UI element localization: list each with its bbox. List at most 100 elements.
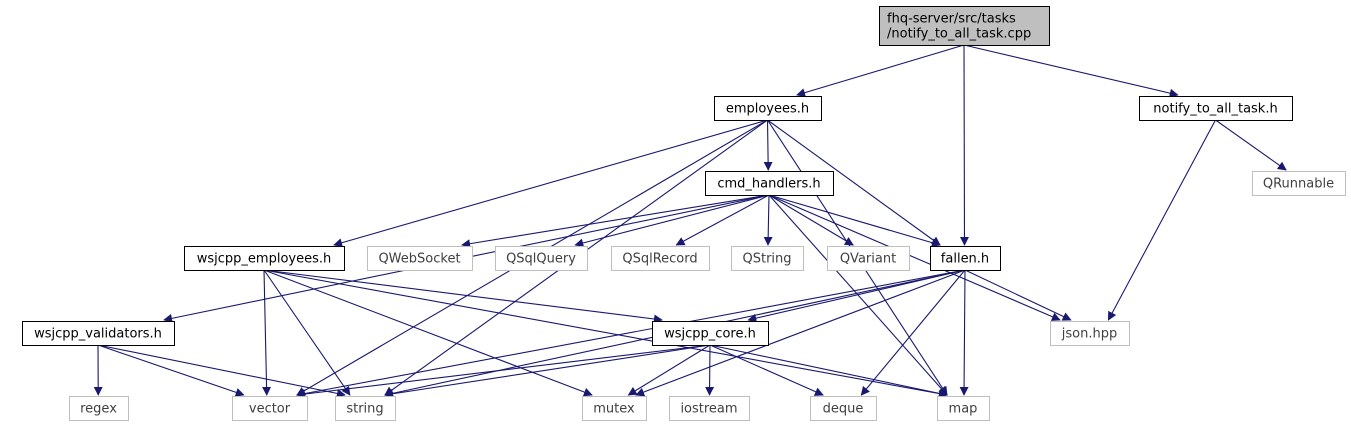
edge-root-to-employees <box>796 44 965 97</box>
edge-wsjcpp_validators-to-vector <box>97 344 245 397</box>
edge-notify_to_all_task-to-json <box>1107 119 1216 321</box>
edge-cmd_handlers-to-json <box>768 194 1061 321</box>
node-label: json.hpp <box>1061 327 1117 342</box>
edge-wsjcpp_employees-to-string <box>263 269 351 396</box>
node-json: json.hpp <box>1050 321 1130 346</box>
node-box <box>232 396 308 421</box>
node-box <box>810 396 877 421</box>
node-box <box>495 246 588 271</box>
edge-employees-to-fallen <box>767 119 941 246</box>
node-box <box>367 246 473 271</box>
node-label: fallen.h <box>941 252 989 267</box>
node-box <box>827 246 910 271</box>
node-box <box>731 246 804 271</box>
node-label: QSqlQuery <box>506 252 576 267</box>
edge-notify_to_all_task-to-qrunnable <box>1215 119 1287 171</box>
node-label: vector <box>249 402 291 417</box>
node-label: notify_to_all_task.h <box>1153 102 1277 117</box>
edge-employees-to-wsjcpp_employees <box>333 119 768 248</box>
edge-wsjcpp_core-to-iostream <box>705 344 715 396</box>
node-mutex: mutex <box>582 396 647 421</box>
edge-root-to-notify_to_all_task <box>963 44 1179 98</box>
node-label: wsjcpp_core.h <box>664 327 756 342</box>
node-regex: regex <box>69 396 129 421</box>
edge-wsjcpp_core-to-deque <box>709 344 824 396</box>
edge-wsjcpp_core-to-string <box>384 344 711 399</box>
edge-cmd_handlers-to-qwebsocket <box>461 194 770 249</box>
node-box <box>669 396 750 421</box>
node-qsqlquery: QSqlQuery <box>495 246 588 271</box>
edge-wsjcpp_core-to-map <box>709 344 948 398</box>
node-employees[interactable]: employees.h <box>714 96 822 121</box>
node-wsjcpp-employees[interactable]: wsjcpp_employees.h <box>184 246 345 271</box>
node-vector: vector <box>232 396 308 421</box>
node-qwebsocket: QWebSocket <box>367 246 473 271</box>
node-box <box>184 246 345 271</box>
node-label: QRunnable <box>1263 177 1334 192</box>
node-wsjcpp-validators[interactable]: wsjcpp_validators.h <box>22 321 175 346</box>
node-wsjcpp-core[interactable]: wsjcpp_core.h <box>652 321 769 346</box>
node-box <box>937 396 990 421</box>
node-label: QString <box>742 252 791 267</box>
node-label: QVariant <box>840 252 896 267</box>
node-qvariant: QVariant <box>827 246 910 271</box>
edge-cmd_handlers-to-fallen <box>768 194 941 248</box>
node-box <box>1139 96 1293 121</box>
edge-cmd_handlers-to-qsqlquery <box>574 194 770 248</box>
edge-fallen-to-map <box>959 269 969 396</box>
edge-wsjcpp_employees-to-vector <box>262 269 272 396</box>
node-label: QWebSocket <box>378 252 460 267</box>
node-iostream: iostream <box>669 396 750 421</box>
node-box <box>930 246 1001 271</box>
node-qrunnable: QRunnable <box>1252 171 1346 196</box>
edge-cmd_handlers-to-qvariant <box>768 194 854 246</box>
node-box <box>69 396 129 421</box>
node-root[interactable]: fhq-server/src/tasks/notify_to_all_task.… <box>879 6 1050 46</box>
edge-root-to-fallen <box>959 44 969 246</box>
node-box <box>652 321 769 346</box>
edge-wsjcpp_validators-to-string <box>97 344 346 398</box>
edge-fallen-to-json <box>964 269 1072 321</box>
edge-cmd_handlers-to-qsqlrecord <box>675 194 770 246</box>
edge-fallen-to-mutex <box>635 269 966 397</box>
node-label: deque <box>823 402 864 417</box>
node-label: map <box>949 402 978 417</box>
edge-wsjcpp_employees-to-mutex <box>263 269 593 397</box>
node-label: mutex <box>593 402 635 417</box>
node-qstring: QString <box>731 246 804 271</box>
node-label: employees.h <box>726 102 809 117</box>
node-fallen[interactable]: fallen.h <box>930 246 1001 271</box>
node-string: string <box>335 396 396 421</box>
node-qsqlrecord: QSqlRecord <box>611 246 710 271</box>
edge-employees-to-cmd_handlers <box>763 119 773 171</box>
node-box <box>22 321 175 346</box>
node-box <box>335 396 396 421</box>
edge-wsjcpp_core-to-vector <box>296 344 711 399</box>
node-box <box>1050 321 1130 346</box>
edge-wsjcpp_core-to-mutex <box>627 344 711 396</box>
edge-wsjcpp_employees-to-wsjcpp_core <box>263 269 663 324</box>
node-deque: deque <box>810 396 877 421</box>
edge-wsjcpp_employees-to-map <box>263 269 948 398</box>
node-box <box>611 246 710 271</box>
nodes: fhq-server/src/tasks/notify_to_all_task.… <box>22 6 1346 421</box>
edge-fallen-to-vector <box>296 269 966 398</box>
node-map: map <box>937 396 990 421</box>
node-label: wsjcpp_validators.h <box>34 327 162 342</box>
node-cmd-handlers[interactable]: cmd_handlers.h <box>705 171 834 196</box>
node-label: /notify_to_all_task.cpp <box>887 27 1031 42</box>
node-notify-to-all-task[interactable]: notify_to_all_task.h <box>1139 96 1293 121</box>
edge-fallen-to-deque <box>860 269 966 396</box>
node-label: string <box>346 402 383 417</box>
node-box <box>879 6 1050 46</box>
node-label: iostream <box>680 402 737 417</box>
node-box <box>1252 171 1346 196</box>
node-box <box>582 396 647 421</box>
node-label: cmd_handlers.h <box>717 177 820 192</box>
node-label: regex <box>80 402 117 417</box>
node-box <box>705 171 834 196</box>
node-box <box>714 96 822 121</box>
node-label: fhq-server/src/tasks <box>887 12 1016 27</box>
edge-cmd_handlers-to-qstring <box>763 194 773 246</box>
